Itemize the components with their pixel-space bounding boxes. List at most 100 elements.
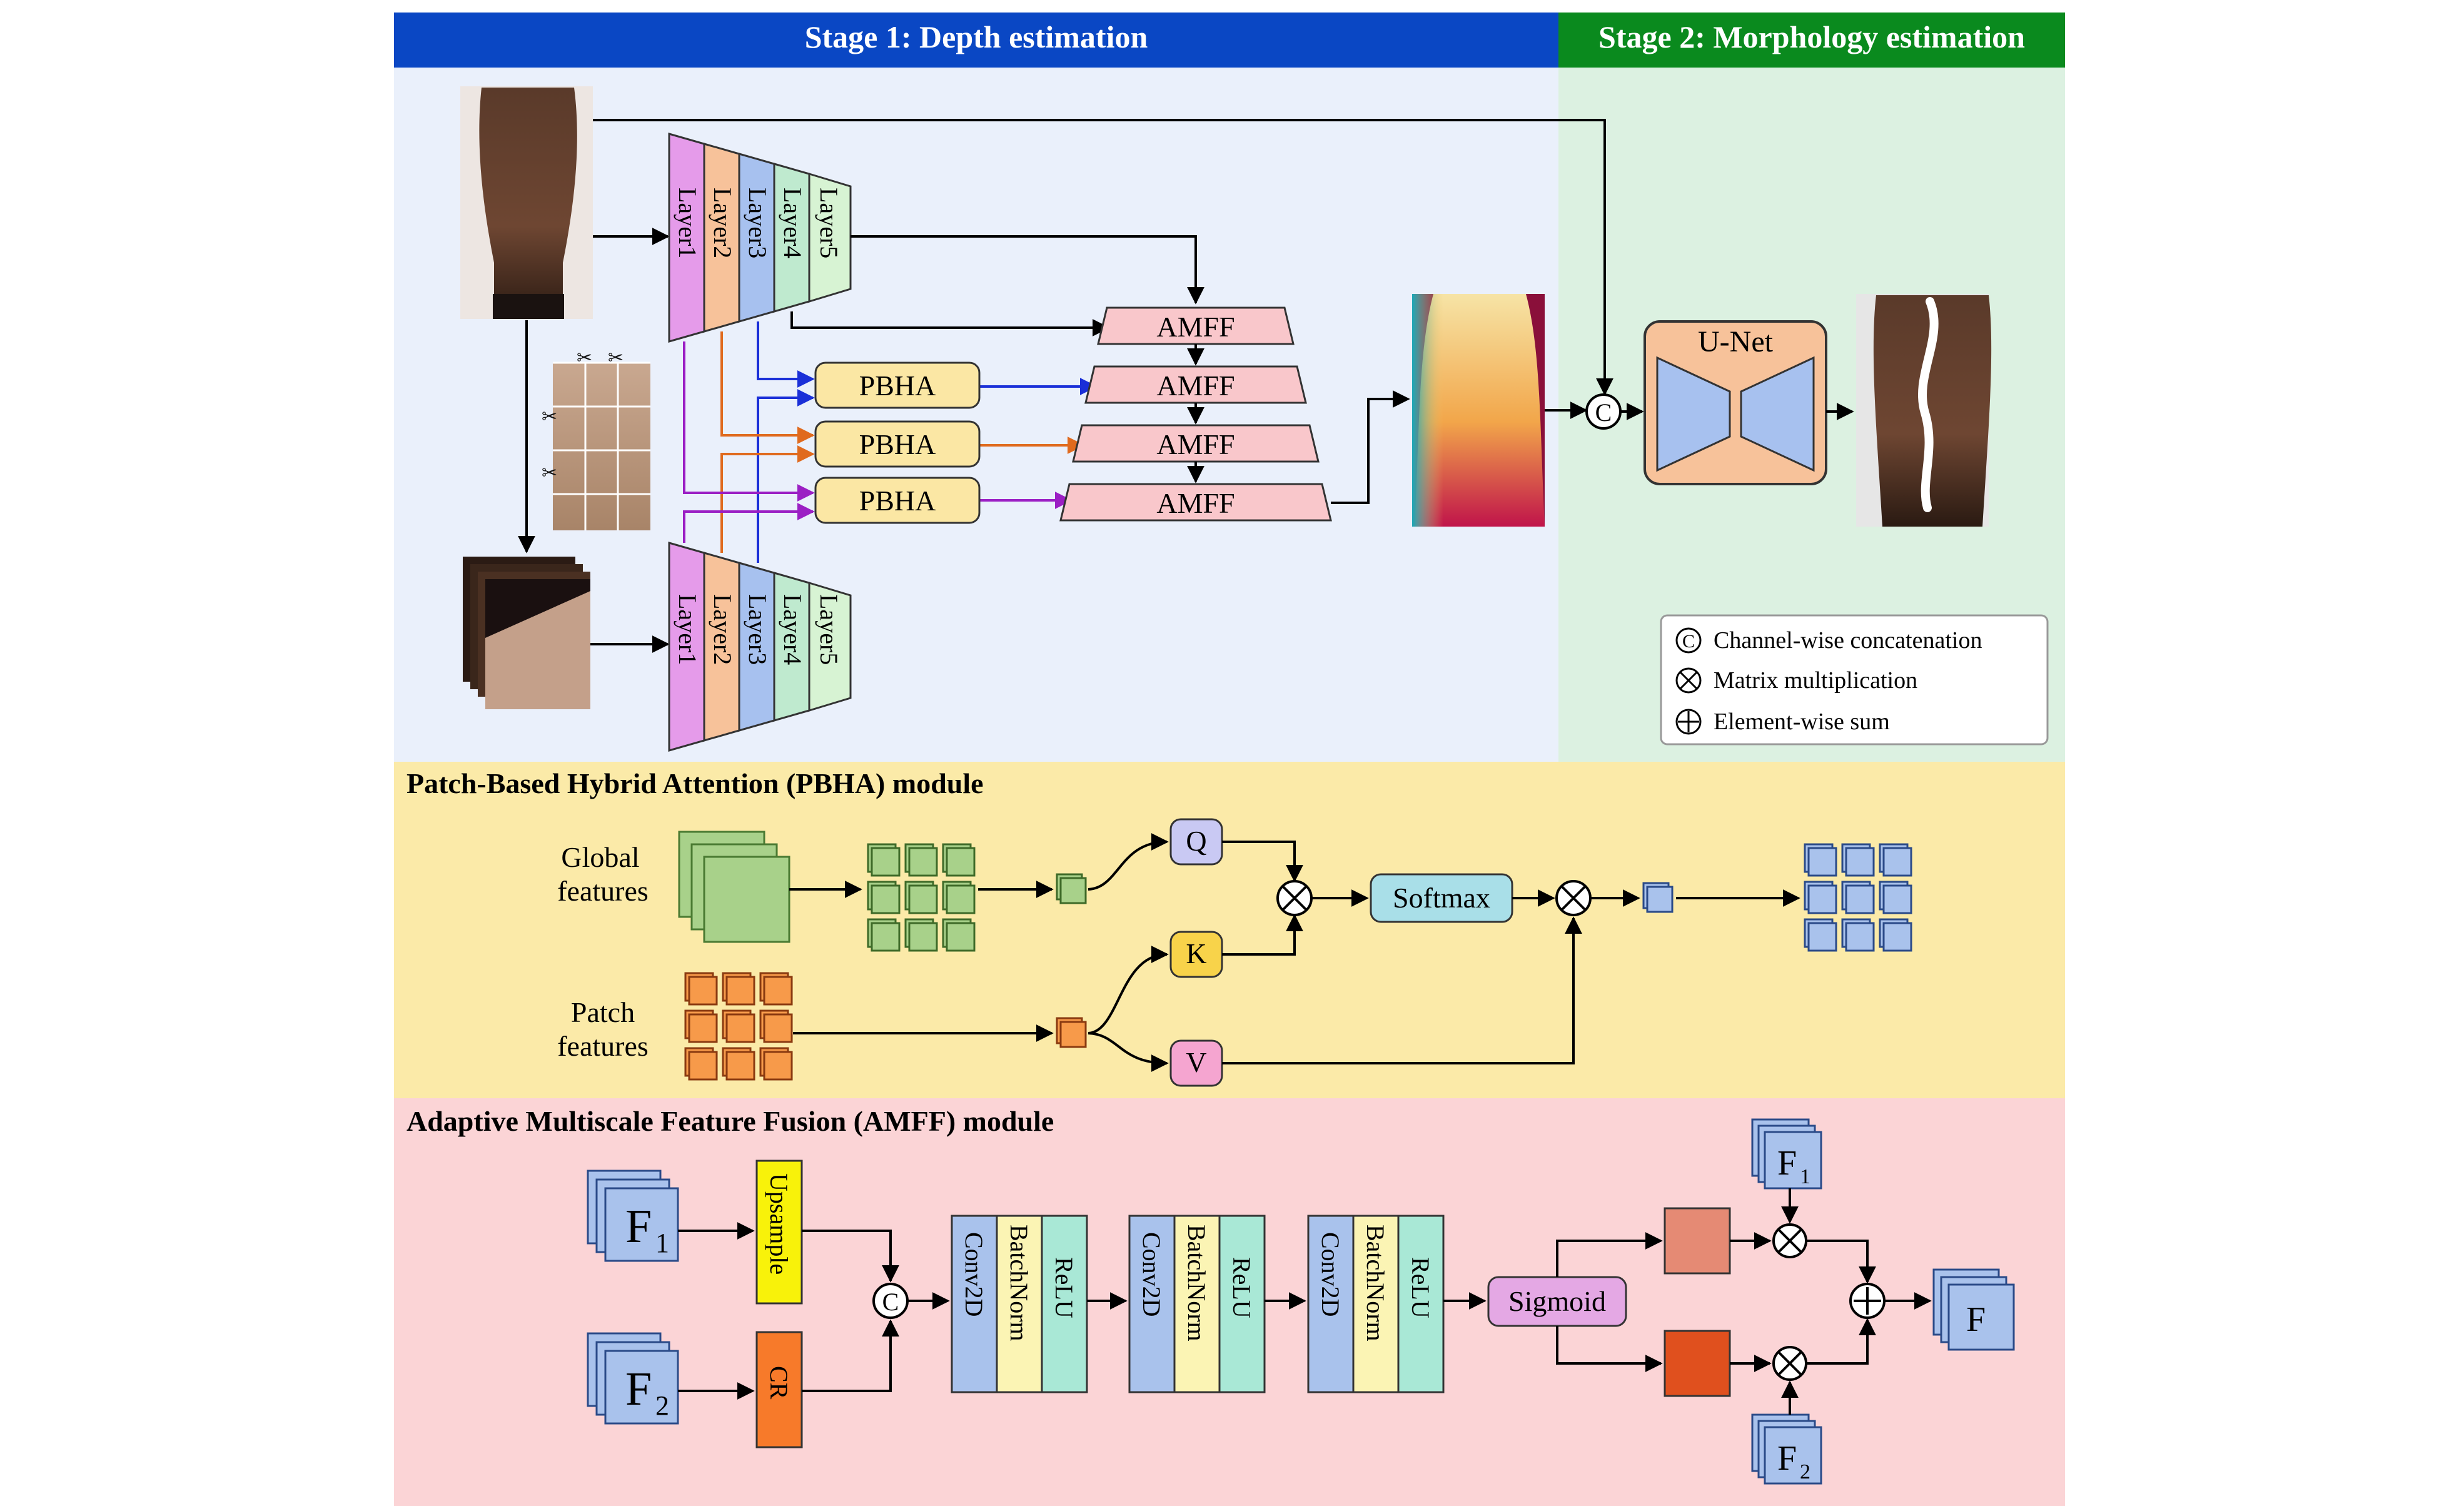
f1-reference-stack: F 1 <box>1751 1118 1822 1190</box>
arrow-layer5-to-amff1 <box>851 235 1204 305</box>
svg-text:PBHA: PBHA <box>859 485 936 517</box>
svg-text:Sigmoid: Sigmoid <box>1508 1285 1606 1317</box>
legend-sum: Element-wise sum <box>1714 709 1890 735</box>
f2-reference-stack: F 2 <box>1751 1413 1822 1485</box>
amff-block-4: AMFF <box>1059 483 1332 522</box>
arrow-global-token-to-q <box>1088 833 1169 891</box>
global-patch-grid <box>867 843 976 952</box>
arrow-layer3-top-to-pbha1 <box>757 321 815 388</box>
matmul-symbol-amff-1 <box>1772 1223 1807 1258</box>
svg-text:C: C <box>1682 631 1695 652</box>
matmul-symbol-2 <box>1555 880 1592 916</box>
pbha-box-3: PBHA <box>814 477 981 524</box>
svg-text:Conv2D: Conv2D <box>960 1232 988 1317</box>
amff-section-title: Adaptive Multiscale Feature Fusion (AMFF… <box>406 1105 1054 1137</box>
svg-text:Conv2D: Conv2D <box>1316 1232 1345 1317</box>
arrow-q-to-matmul <box>1222 841 1303 882</box>
encoder-bottom: Layer1 Layer2 Layer3 Layer4 Layer5 <box>668 542 852 752</box>
svg-text:F: F <box>625 1363 652 1415</box>
arrow-layer2-bottom-to-pbha2 <box>720 445 815 553</box>
stage1-header-bar <box>394 13 1558 68</box>
stage2-header-bar <box>1558 13 2065 68</box>
svg-text:F: F <box>1966 1300 1986 1339</box>
global-features-label-2: features <box>557 875 649 907</box>
svg-text:BatchNorm: BatchNorm <box>1183 1225 1211 1342</box>
svg-text:Upsample: Upsample <box>765 1173 793 1275</box>
stage1-title: Stage 1: Depth estimation <box>805 19 1148 54</box>
arrow-layer3-bottom-to-pbha1 <box>757 389 815 563</box>
svg-text:1: 1 <box>655 1228 669 1258</box>
pbha-section-title: Patch-Based Hybrid Attention (PBHA) modu… <box>406 767 984 799</box>
arrow-sigmoid-to-weight1 <box>1556 1232 1663 1277</box>
svg-text:BatchNorm: BatchNorm <box>1361 1225 1390 1342</box>
svg-text:Q: Q <box>1186 825 1206 857</box>
matmul-symbol-1 <box>1276 880 1313 916</box>
concat-symbol-amff: C <box>872 1283 909 1319</box>
conv-block-2: Conv2D BatchNorm ReLU <box>1128 1215 1266 1393</box>
svg-text:AMFF: AMFF <box>1156 487 1235 519</box>
conv-block-3: Conv2D BatchNorm ReLU <box>1307 1215 1445 1393</box>
concat-symbol-stage2: C <box>1585 393 1622 430</box>
svg-text:V: V <box>1186 1046 1206 1078</box>
legend: C Channel-wise concatenation Matrix mult… <box>1660 614 2049 745</box>
amff-block-1: AMFF <box>1097 306 1295 345</box>
arrow-layer1-bottom-to-pbha3 <box>683 503 815 543</box>
svg-text:✂: ✂ <box>608 348 624 368</box>
stage2-title: Stage 2: Morphology estimation <box>1598 19 2025 54</box>
patch-stack-image <box>463 557 590 709</box>
input-back-image <box>460 86 593 319</box>
arrow-skip-to-concat <box>593 119 1613 396</box>
patch-feature-grid <box>684 972 793 1081</box>
svg-text:BatchNorm: BatchNorm <box>1005 1225 1033 1342</box>
enc2-layer4: Layer4 <box>779 594 807 665</box>
pbha-box-2: PBHA <box>814 420 981 468</box>
f-output-stack: F <box>1932 1268 2015 1351</box>
svg-text:CR: CR <box>765 1366 793 1400</box>
upsample-block: Upsample <box>755 1160 803 1305</box>
f2-input-stack: F 2 <box>587 1332 679 1425</box>
amff-block-2: AMFF <box>1084 365 1307 404</box>
arrow-patch-token-to-k <box>1088 946 1169 1034</box>
enc2-layer2: Layer2 <box>709 594 737 665</box>
svg-text:ReLU: ReLU <box>1406 1257 1435 1318</box>
unet-block: U-Net <box>1644 320 1827 485</box>
svg-text:PBHA: PBHA <box>859 428 936 460</box>
v-box: V <box>1169 1039 1223 1087</box>
sum-symbol <box>1849 1283 1886 1319</box>
svg-text:AMFF: AMFF <box>1156 370 1235 402</box>
pbha-panel <box>394 762 2065 1098</box>
sigmoid-box: Sigmoid <box>1487 1276 1627 1327</box>
enc1-layer1: Layer1 <box>674 188 702 258</box>
svg-text:F: F <box>1777 1439 1797 1478</box>
attention-weight-1 <box>1664 1207 1731 1275</box>
amff-block-3: AMFF <box>1072 424 1320 463</box>
svg-text:ReLU: ReLU <box>1050 1257 1078 1318</box>
svg-text:C: C <box>1595 398 1612 427</box>
svg-text:AMFF: AMFF <box>1156 428 1235 460</box>
depth-map-image <box>1412 294 1545 527</box>
svg-text:2: 2 <box>655 1390 669 1421</box>
svg-text:PBHA: PBHA <box>859 370 936 402</box>
svg-text:Conv2D: Conv2D <box>1138 1232 1166 1317</box>
enc2-layer5: Layer5 <box>815 594 843 665</box>
legend-matmul: Matrix multiplication <box>1714 667 1917 694</box>
svg-text:2: 2 <box>1800 1460 1810 1483</box>
arrow-layer2-top-to-pbha2 <box>720 331 815 444</box>
svg-text:1: 1 <box>1800 1165 1810 1188</box>
arrow-sigmoid-to-weight2 <box>1556 1326 1663 1372</box>
attended-token <box>1642 882 1674 913</box>
svg-text:F: F <box>1777 1144 1797 1183</box>
svg-text:ReLU: ReLU <box>1228 1257 1256 1318</box>
svg-text:K: K <box>1186 937 1206 969</box>
arrow-upsample-to-concat <box>802 1230 899 1283</box>
svg-text:AMFF: AMFF <box>1156 311 1235 343</box>
svg-text:✂: ✂ <box>542 463 557 483</box>
enc2-layer3: Layer3 <box>744 594 772 665</box>
pbha-box-1: PBHA <box>814 361 981 409</box>
softmax-box: Softmax <box>1370 873 1513 923</box>
global-features-label-1: Global <box>561 841 639 873</box>
patch-features-label-2: features <box>557 1030 649 1062</box>
enc1-layer2: Layer2 <box>709 188 737 258</box>
arrow-v-to-matmul <box>1222 916 1582 1064</box>
